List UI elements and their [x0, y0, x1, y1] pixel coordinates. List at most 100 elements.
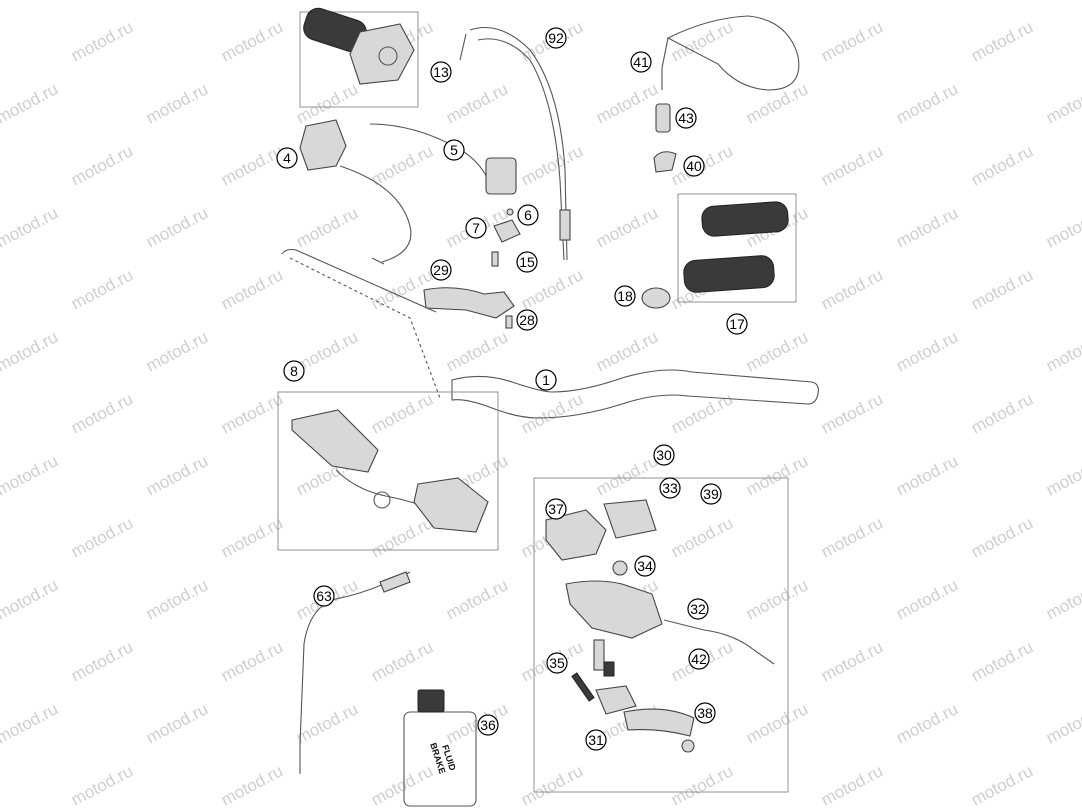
watermark-text: motod.ru: [368, 761, 436, 809]
watermark-text: motod.ru: [68, 141, 136, 189]
watermark-text: motod.ru: [893, 699, 961, 747]
callout-number: 40: [686, 158, 702, 174]
watermark-text: motod.ru: [518, 389, 586, 437]
mirror: [661, 15, 800, 91]
watermark-text: motod.ru: [968, 265, 1036, 313]
handlebar-grips: [677, 193, 797, 303]
watermark-text: motod.ru: [818, 761, 886, 809]
watermark-text: motod.ru: [443, 699, 511, 747]
watermark-text: motod.ru: [818, 17, 886, 65]
watermark-text: motod.ru: [68, 17, 136, 65]
callout-number: 30: [656, 447, 672, 463]
watermark-text: motod.ru: [818, 389, 886, 437]
callout-28: 28: [516, 309, 538, 331]
mirror-clamp: [653, 151, 677, 173]
callout-number: 32: [690, 601, 706, 617]
callout-7: 7: [465, 217, 487, 239]
watermark-text: motod.ru: [893, 79, 961, 127]
watermark-text: motod.ru: [143, 79, 211, 127]
watermark-text: motod.ru: [1043, 0, 1082, 4]
watermark-text: motod.ru: [968, 17, 1036, 65]
watermark-text: motod.ru: [893, 451, 961, 499]
watermark-text: motod.ru: [818, 141, 886, 189]
watermark-text: motod.ru: [968, 389, 1036, 437]
callout-13: 13: [430, 61, 452, 83]
brake-master-cylinder-assembly: [533, 477, 789, 793]
watermark-text: motod.ru: [0, 575, 61, 623]
callout-number: 92: [548, 30, 564, 46]
watermark-text: motod.ru: [743, 699, 811, 747]
handlebar: [281, 248, 819, 419]
watermark-text: motod.ru: [1043, 451, 1082, 499]
watermark-text: motod.ru: [968, 761, 1036, 809]
callout-33: 33: [659, 477, 681, 499]
watermark-text: motod.ru: [1043, 203, 1082, 251]
callout-41: 41: [630, 51, 652, 73]
watermark-text: motod.ru: [443, 575, 511, 623]
watermark-text: motod.ru: [293, 699, 361, 747]
watermark-text: motod.ru: [593, 203, 661, 251]
watermark-text: motod.ru: [143, 0, 211, 4]
callout-4: 4: [276, 147, 298, 169]
callout-number: 29: [433, 262, 449, 278]
callout-6: 6: [517, 204, 539, 226]
watermark-text: motod.ru: [218, 761, 286, 809]
watermark-text: motod.ru: [68, 389, 136, 437]
watermark-text: motod.ru: [0, 203, 61, 251]
callout-37: 37: [545, 498, 567, 520]
watermark-text: motod.ru: [0, 699, 61, 747]
watermark-text: motod.ru: [1043, 699, 1082, 747]
watermark-text: motod.ru: [0, 79, 61, 127]
callout-1: 1: [535, 369, 557, 391]
callout-number: 43: [678, 110, 694, 126]
callout-number: 41: [633, 54, 649, 70]
watermark-text: motod.ru: [743, 79, 811, 127]
watermark-text: motod.ru: [593, 0, 661, 4]
callout-number: 15: [519, 254, 535, 270]
watermark-text: motod.ru: [293, 203, 361, 251]
watermark-text: motod.ru: [143, 203, 211, 251]
callout-31: 31: [585, 729, 607, 751]
watermark-text: motod.ru: [0, 451, 61, 499]
watermark-text: motod.ru: [218, 637, 286, 685]
switch-housing: [299, 119, 412, 265]
watermark-text: motod.ru: [218, 141, 286, 189]
watermark-text: motod.ru: [218, 513, 286, 561]
watermark-text: motod.ru: [893, 0, 961, 4]
watermark-text: motod.ru: [368, 637, 436, 685]
callout-number: 31: [588, 732, 604, 748]
watermark-text: motod.ru: [68, 637, 136, 685]
switch-small-parts: [491, 208, 521, 267]
callout-number: 37: [548, 501, 564, 517]
watermark-text: motod.ru: [518, 761, 586, 809]
callout-15: 15: [516, 251, 538, 273]
watermark-text: motod.ru: [1043, 327, 1082, 375]
callout-18: 18: [614, 285, 636, 307]
throttle-grip-assembly: [299, 7, 419, 108]
callout-number: 5: [450, 142, 458, 158]
watermark-text: motod.ru: [68, 761, 136, 809]
callout-38: 38: [694, 702, 716, 724]
watermark-text: motod.ru: [818, 637, 886, 685]
callout-35: 35: [546, 652, 568, 674]
grip-ring: [641, 287, 671, 309]
watermark-text: motod.ru: [218, 389, 286, 437]
handguard-set: [277, 391, 499, 551]
callout-number: 38: [697, 705, 713, 721]
callout-number: 34: [637, 558, 653, 574]
watermark-text: motod.ru: [443, 0, 511, 4]
watermark-text: motod.ru: [143, 699, 211, 747]
choke-lever: [423, 287, 515, 329]
callout-number: 4: [283, 150, 291, 166]
callout-43: 43: [675, 107, 697, 129]
watermark-text: motod.ru: [593, 79, 661, 127]
throttle-cables: [459, 26, 571, 261]
watermark-text: motod.ru: [218, 265, 286, 313]
watermark-text: motod.ru: [743, 0, 811, 4]
watermark-text: motod.ru: [668, 513, 736, 561]
watermark-text: motod.ru: [818, 265, 886, 313]
watermark-text: motod.ru: [893, 203, 961, 251]
watermark-text: motod.ru: [518, 141, 586, 189]
